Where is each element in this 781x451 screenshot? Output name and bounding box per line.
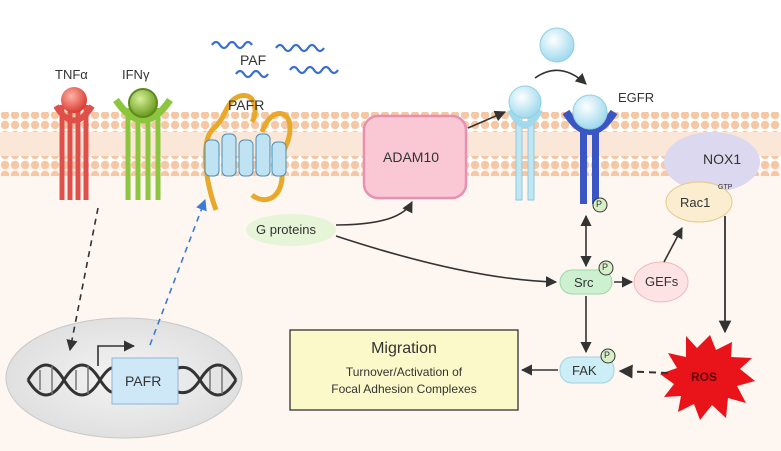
egf-ligand	[539, 27, 575, 63]
tnf-receptor	[53, 87, 95, 200]
g-proteins-label: G proteins	[256, 222, 316, 237]
ros-burst	[660, 335, 755, 420]
adam10-to-ligand-arrow	[467, 110, 507, 129]
migration-line1: Turnover/Activation of	[345, 365, 463, 379]
egfr-receptor	[562, 94, 618, 213]
tnf-label: TNFα	[55, 67, 88, 82]
ifn-receptor	[113, 88, 173, 200]
ligand-binding-arrow	[534, 69, 587, 85]
pafr-receptor	[202, 93, 293, 211]
paf-label: PAF	[240, 52, 267, 68]
adam10-node	[362, 114, 468, 200]
nox1-label: NOX1	[703, 151, 742, 167]
nox1-node	[664, 132, 760, 192]
pro-ligand	[507, 85, 543, 201]
migration-line2: Focal Adhesion Complexes	[331, 382, 477, 396]
src-node	[559, 269, 613, 295]
paf-molecules	[211, 40, 339, 79]
cytokine-to-gene-arrow	[66, 207, 99, 352]
dna-helix	[26, 363, 238, 397]
gefs-label: GEFs	[645, 274, 679, 289]
gtp-label: GTP	[718, 184, 733, 191]
fak-node	[559, 356, 615, 384]
fak-label: FAK	[572, 363, 597, 378]
ros-to-fak-arrow	[618, 364, 669, 379]
gefs-to-rac1-arrow	[663, 227, 683, 263]
dna-rungs	[39, 366, 223, 394]
rac1-node	[665, 181, 733, 223]
pafr-gene-box	[111, 357, 179, 405]
migration-box	[289, 329, 519, 411]
egfr-phospho-label: P	[596, 199, 603, 209]
ros-label: ROS	[691, 370, 718, 384]
g-to-src-arrow	[335, 235, 558, 288]
src-phospho	[598, 260, 614, 276]
pafr-receptor-label: PAFR	[228, 97, 265, 113]
gene-to-pafr-arrow	[149, 198, 207, 346]
g-proteins-node	[246, 214, 336, 246]
src-phospho-label: P	[602, 262, 609, 272]
src-label: Src	[574, 275, 594, 290]
ifn-label: IFNγ	[122, 67, 150, 82]
promoter-arrow	[97, 340, 136, 366]
migration-title: Migration	[371, 340, 437, 357]
fak-phospho	[600, 348, 616, 364]
pafr-gene-label: PAFR	[125, 373, 162, 389]
adam10-label: ADAM10	[383, 149, 440, 165]
fak-phospho-label: P	[604, 350, 611, 360]
egfr-label: EGFR	[618, 90, 655, 105]
rac1-label: Rac1	[680, 195, 711, 210]
g-to-adam10-arrow	[335, 201, 413, 226]
gefs-node	[633, 261, 689, 303]
